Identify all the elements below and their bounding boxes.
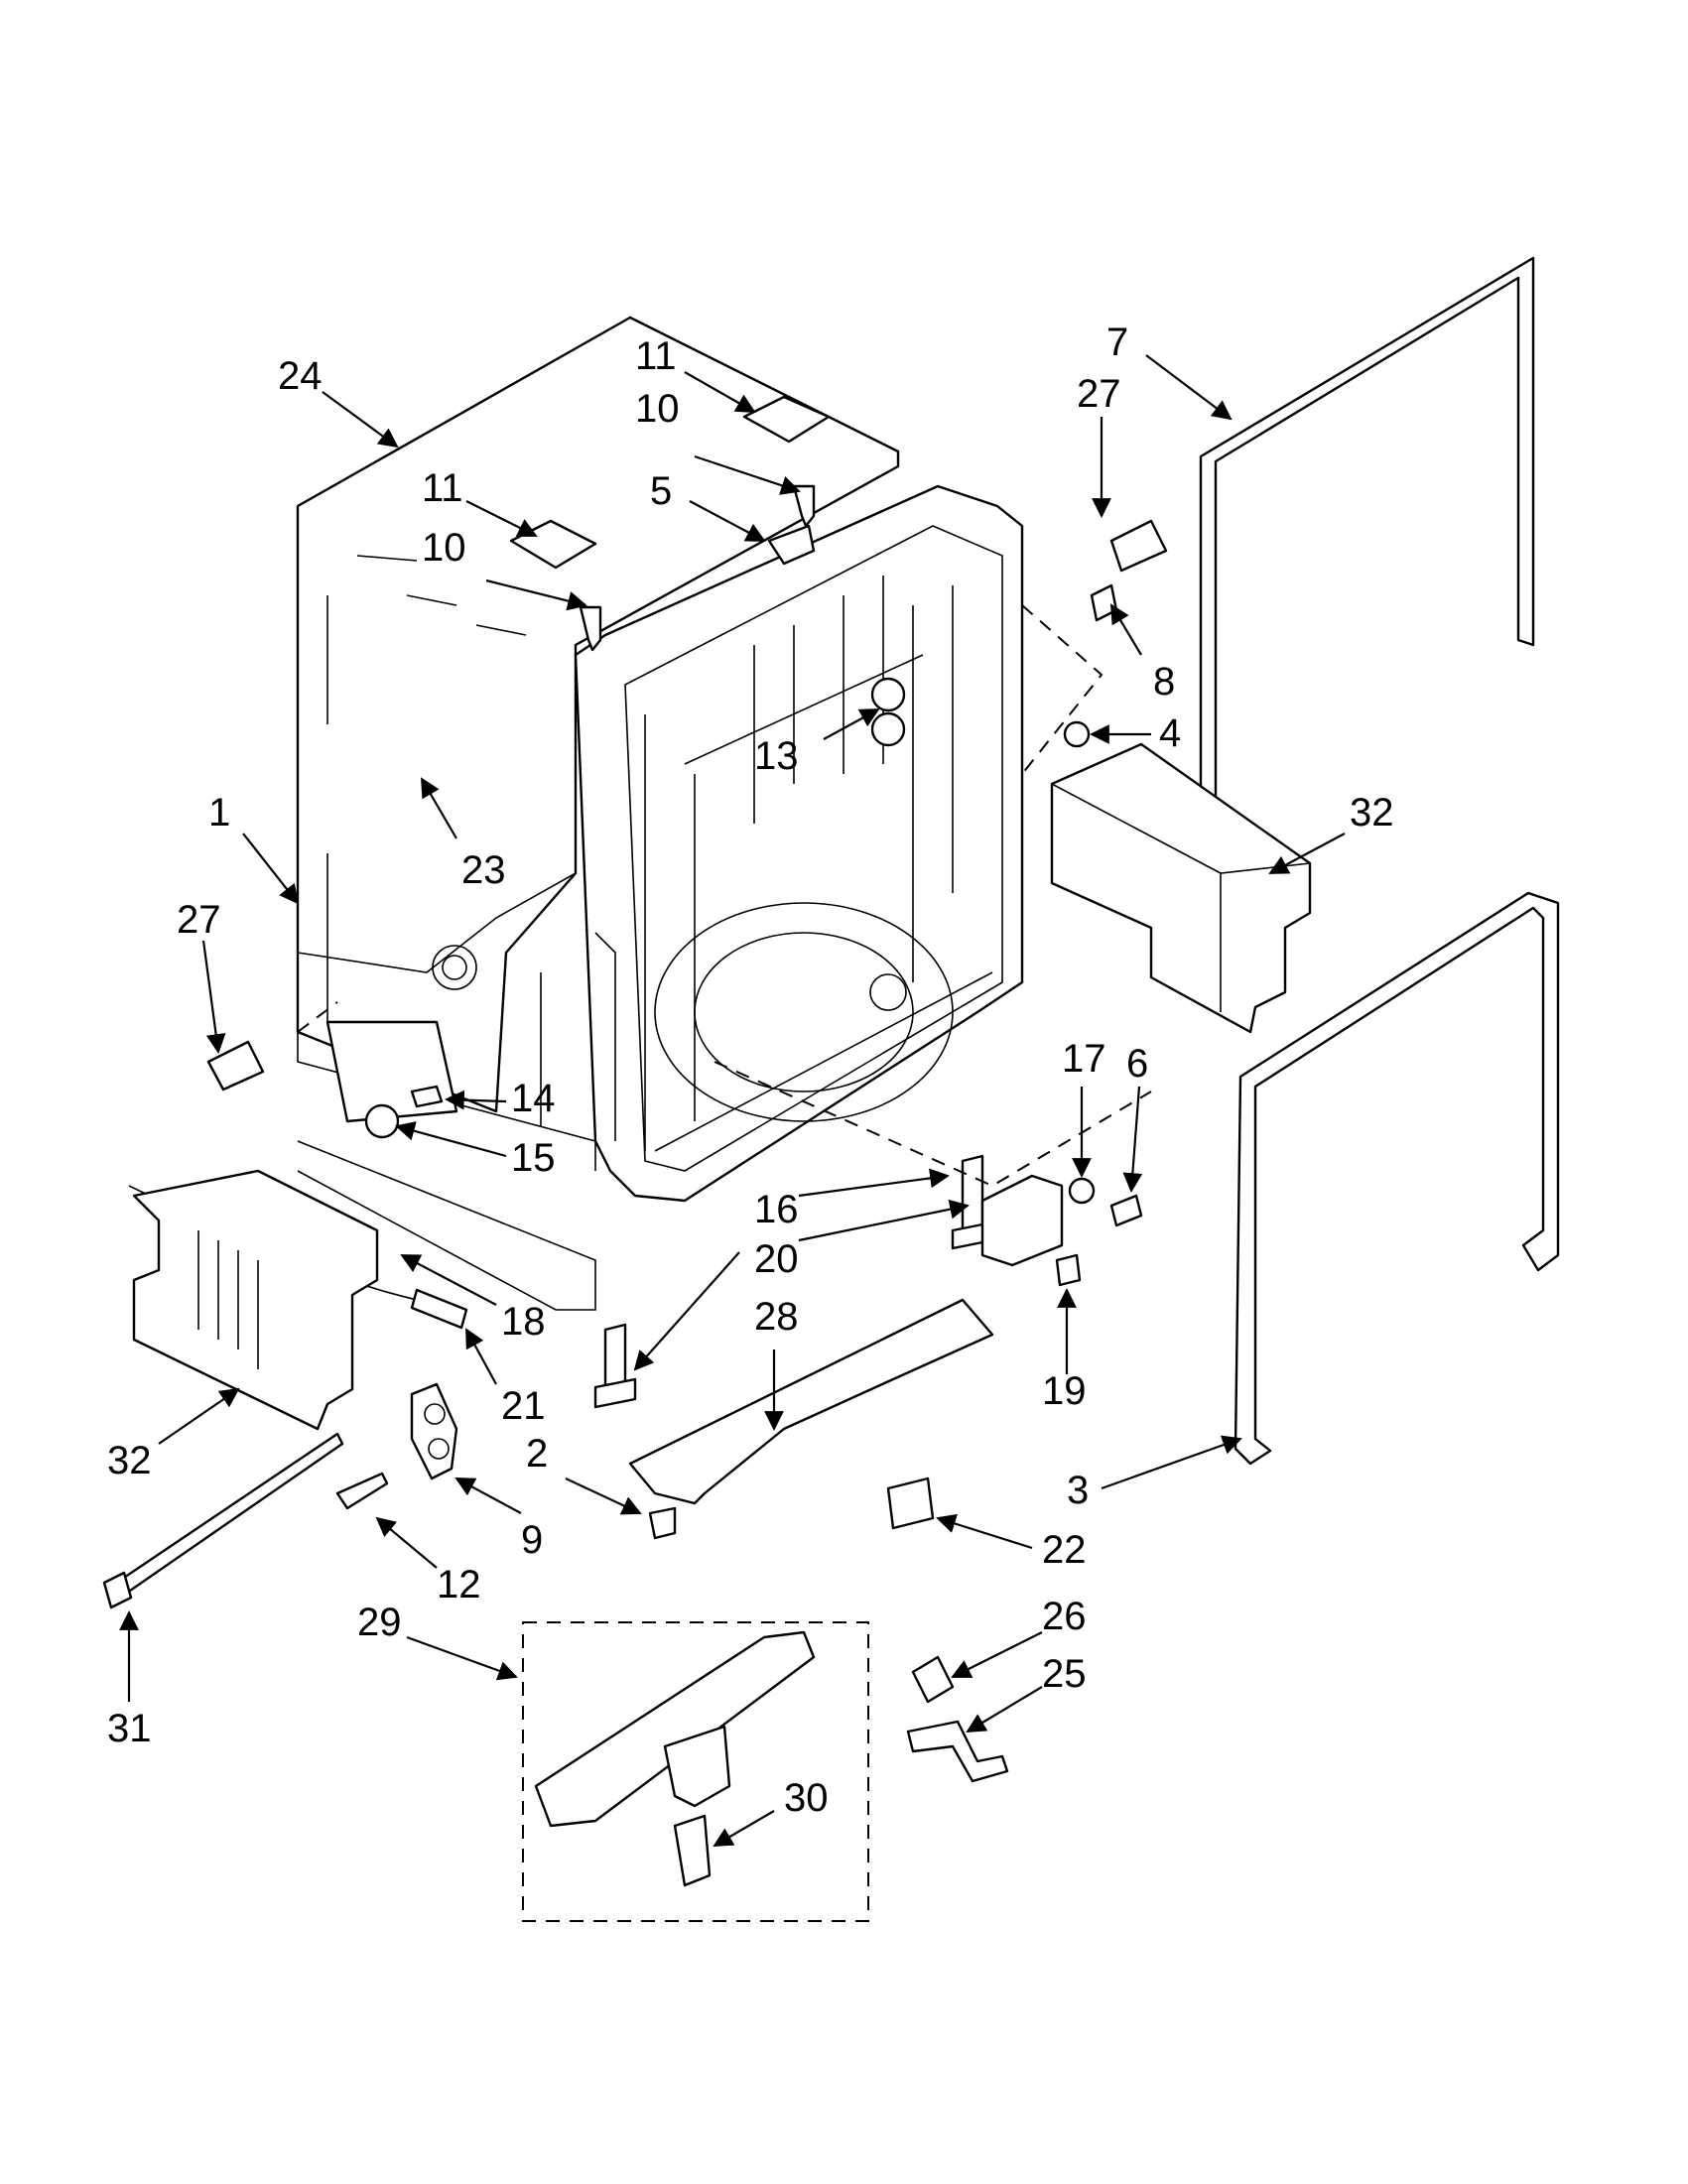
- shield-32-left: [132, 1169, 379, 1431]
- screw-10-front: [579, 605, 602, 652]
- plug-4: [1063, 720, 1091, 748]
- clip-2: [648, 1506, 677, 1540]
- callout-25: 25: [1042, 1652, 1087, 1696]
- manifold-29: [534, 1630, 816, 1828]
- callout-14: 14: [511, 1077, 556, 1120]
- lower-right-components: [522, 1477, 1009, 1922]
- callout-7: 7: [1106, 321, 1128, 364]
- callout-10-front: 10: [422, 526, 466, 570]
- inner-tub-components: [870, 519, 1168, 775]
- callout-12: 12: [437, 1563, 481, 1606]
- callout-18: 18: [501, 1300, 546, 1344]
- callout-27-left: 27: [177, 898, 221, 942]
- callout-11-rear: 11: [635, 334, 677, 378]
- bracket-25: [906, 1720, 1009, 1783]
- bracket-27-top: [1109, 519, 1168, 573]
- callout-8: 8: [1153, 660, 1175, 704]
- callout-31: 31: [107, 1707, 152, 1750]
- callout-9: 9: [521, 1518, 543, 1562]
- callout-26: 26: [1042, 1595, 1087, 1638]
- callout-21: 21: [501, 1384, 546, 1428]
- switch-22: [886, 1477, 935, 1530]
- washer-17: [1068, 1177, 1096, 1205]
- float-26: [911, 1655, 955, 1704]
- callout-22: 22: [1042, 1528, 1087, 1572]
- screw-8: [1090, 583, 1118, 622]
- lower-center-components: [297, 1001, 1152, 1540]
- screw-12: [335, 1472, 389, 1510]
- bracket-11-rear: [742, 395, 831, 444]
- callout-11-front: 11: [422, 466, 463, 510]
- callout-27-top: 27: [1077, 372, 1121, 416]
- fitting-9: [410, 1382, 458, 1480]
- tub-gasket-3: [1234, 891, 1560, 1466]
- door-gasket-7: [1199, 256, 1535, 816]
- callout-17: 17: [1062, 1037, 1106, 1081]
- callout-2: 2: [526, 1432, 548, 1476]
- shield-32-right: [1050, 742, 1312, 1034]
- callout-20: 20: [754, 1237, 799, 1281]
- panel-28: [628, 1298, 994, 1505]
- tub-front-frame: [297, 484, 1024, 1203]
- callout-32-left: 32: [107, 1439, 152, 1482]
- bracket-27-left: [206, 1040, 265, 1092]
- manifold-29-box: [522, 1621, 869, 1922]
- clip-5: [767, 524, 816, 566]
- screw-19: [1055, 1253, 1082, 1287]
- leg-bracket: [325, 1020, 458, 1123]
- bracket-20: [980, 1174, 1064, 1267]
- lower-left-components: [102, 1020, 596, 1609]
- callout-15: 15: [511, 1136, 556, 1180]
- sensor-21: [410, 1288, 468, 1330]
- callout-10-rear: 10: [635, 387, 680, 431]
- valve-30: [673, 1814, 712, 1887]
- leg-16-left: [603, 1323, 627, 1391]
- callout-4: 4: [1159, 711, 1181, 755]
- screw-10-rear: [792, 484, 816, 528]
- callout-32-right: 32: [1350, 791, 1394, 835]
- callout-5: 5: [650, 469, 672, 513]
- callout-28: 28: [754, 1295, 799, 1339]
- callout-24: 24: [278, 354, 323, 398]
- leveler-15: [364, 1103, 400, 1139]
- callout-30: 30: [784, 1776, 829, 1820]
- leader-lines: [119, 354, 1346, 1847]
- callout-labels: 1 2 3 4 5 6 7 8 9 10 10 11 11 12 13 14 1…: [107, 321, 1394, 1820]
- screw-6: [1109, 1194, 1143, 1227]
- callout-16-right: 16: [754, 1188, 799, 1231]
- callout-13: 13: [754, 734, 799, 778]
- callout-3: 3: [1067, 1469, 1089, 1512]
- leg-16-right: [961, 1154, 984, 1232]
- callout-1: 1: [208, 791, 230, 835]
- callout-23: 23: [461, 848, 506, 892]
- callout-29: 29: [357, 1601, 402, 1644]
- screw-14: [410, 1085, 444, 1108]
- callout-19: 19: [1042, 1369, 1087, 1413]
- callout-6: 6: [1126, 1042, 1148, 1086]
